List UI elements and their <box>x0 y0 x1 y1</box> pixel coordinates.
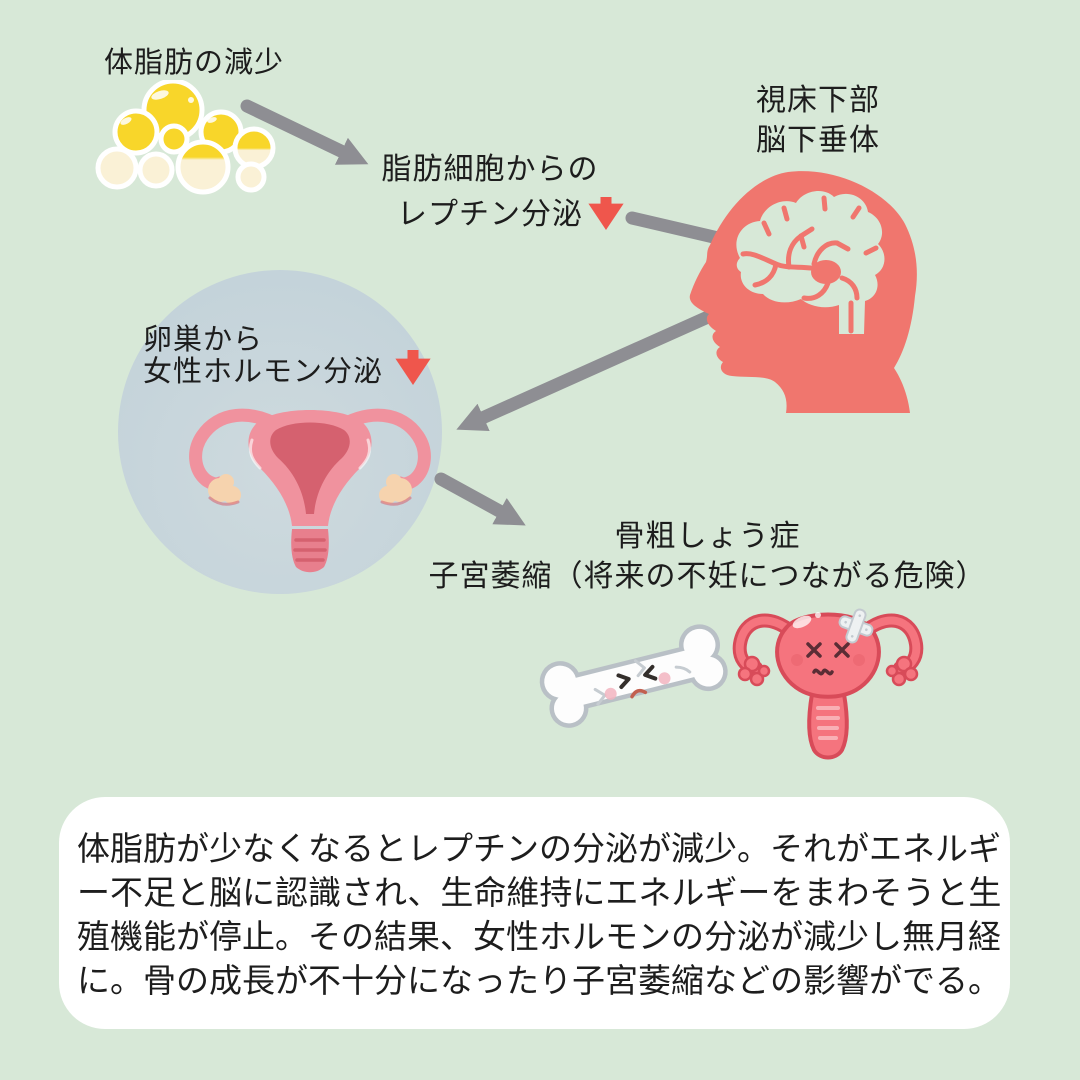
brain-label-line2: 脳下垂体 <box>756 123 880 158</box>
summary-line-2: ー不足と脳に認識され、生命維持にエネルギーをまわそうと生 <box>77 873 1002 912</box>
fat-cells-icon <box>95 80 276 195</box>
summary-line-3: 殖機能が停止。その結果、女性ホルモンの分泌が減少し無月経 <box>77 917 1001 956</box>
ovary-label: 卵巣から 女性ホルモン分泌 <box>143 323 383 387</box>
outcome-label: 骨粗しょう症 子宮萎縮（将来の不妊につながる危険） <box>420 517 995 597</box>
brain-label: 視床下部 脳下垂体 <box>728 81 908 161</box>
outcome-label-line1: 骨粗しょう症 <box>614 519 801 554</box>
ovary-label-line1: 卵巣から <box>143 322 264 356</box>
bandage-icon <box>838 608 874 644</box>
leptin-label: 脂肪細胞からの レプチン分泌 <box>360 147 620 237</box>
cracked-bone-icon <box>539 624 728 728</box>
ovary-label-line2: 女性ホルモン分泌 <box>143 354 384 388</box>
brain-label-line1: 視床下部 <box>756 83 880 118</box>
uterus-icon <box>189 408 431 573</box>
leptin-label-line1: 脂肪細胞からの <box>381 152 599 187</box>
arrow-fat-to-leptin <box>240 99 369 165</box>
outcome-label-line2: 子宮萎縮（将来の不妊につながる危険） <box>428 559 987 594</box>
summary-line-4: に。骨の成長が不十分になったり子宮萎縮などの影響がでる。 <box>77 961 1001 1000</box>
summary-box: 体脂肪が少なくなるとレプチンの分泌が減少。それがエネルギ ー不足と脳に認識され、… <box>59 797 1010 1029</box>
leptin-label-line2: レプチン分泌 <box>397 197 583 232</box>
summary-line-1: 体脂肪が少なくなるとレプチンの分泌が減少。それがエネルギ <box>77 829 1001 868</box>
fat-loss-label: 体脂肪の減少 <box>104 45 285 79</box>
atrophied-uterus-icon <box>732 608 924 760</box>
arrow-ovary-to-outcome <box>434 472 526 526</box>
brain-head-icon <box>689 171 917 413</box>
